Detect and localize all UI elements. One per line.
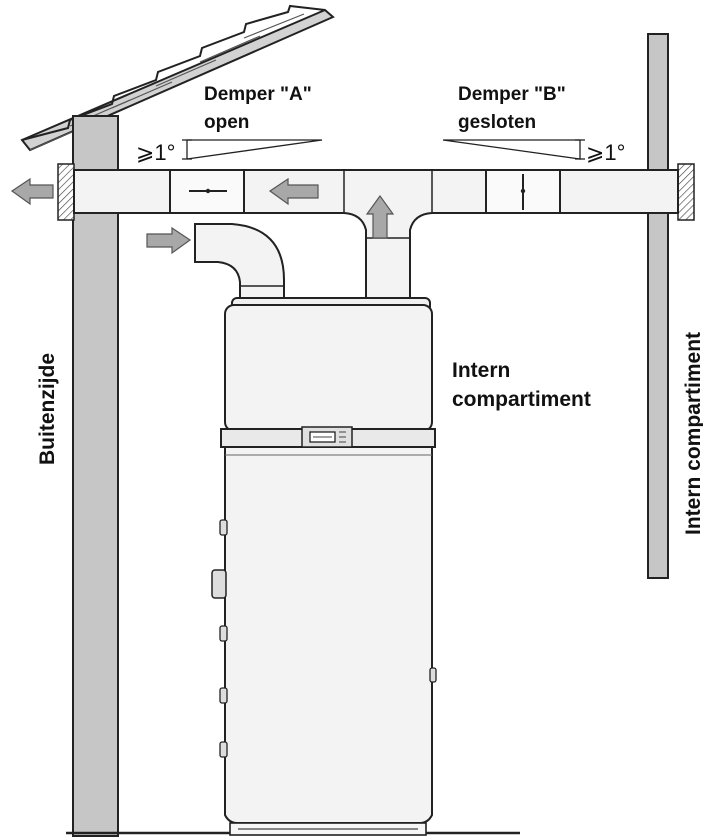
heat-pump-boiler: [211, 297, 437, 836]
arrow-left-icon: [268, 177, 319, 206]
internal-compartment-label-line1: Intern: [452, 359, 510, 382]
wall-sleeve-right: [677, 163, 695, 221]
damper-b: [485, 169, 561, 214]
arrow-left-icon: [10, 177, 54, 206]
internal-compartment-label-line2: compartiment: [452, 388, 591, 411]
arrow-right-icon: [146, 226, 192, 255]
damper-a: [169, 169, 245, 214]
outside-wall-label: Buitenzijde: [36, 353, 59, 465]
inlet-elbow-duct: [194, 223, 285, 301]
damper-b-label-state: gesloten: [458, 112, 536, 133]
roof: [20, 4, 335, 152]
damper-a-label-state: open: [204, 112, 249, 133]
arrow-up-icon: [365, 194, 395, 239]
slope-label-b: ⩾1°: [586, 140, 625, 165]
slope-indicator-b: [442, 139, 585, 160]
slope-label-a: ⩾1°: [136, 140, 175, 165]
damper-b-label-title: Demper "B": [458, 84, 566, 105]
outside-wall: [72, 115, 119, 837]
wall-sleeve-left: [57, 163, 75, 221]
damper-a-label-title: Demper "A": [204, 84, 312, 105]
slope-indicator-a: [182, 139, 323, 160]
internal-wall-label: Intern compartiment: [682, 332, 703, 535]
internal-wall: [647, 33, 669, 579]
